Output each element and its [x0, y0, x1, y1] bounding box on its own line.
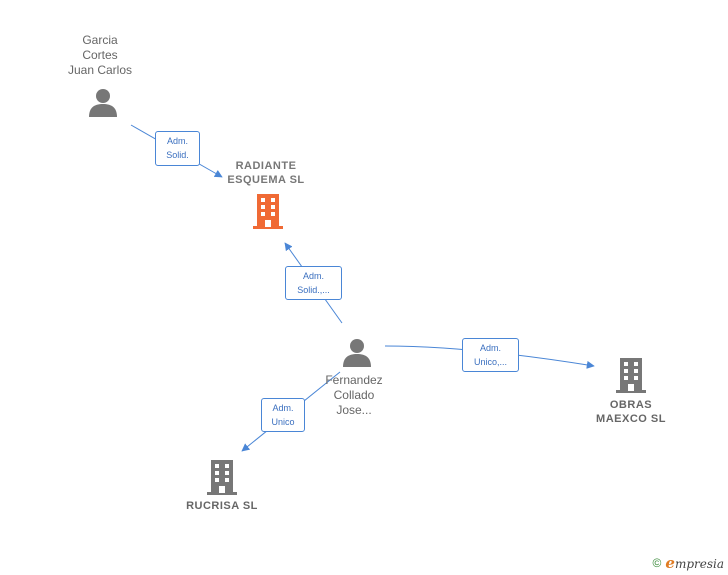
person-icon[interactable] [87, 87, 119, 119]
building-icon[interactable] [206, 459, 238, 495]
copyright-icon: © [652, 556, 662, 570]
edge-label-fernandez-rucrisa[interactable]: Adm. Unico [261, 398, 305, 432]
node-label-obras: OBRAS MAEXCO SL [596, 399, 666, 425]
footer-brand: © empresia [653, 554, 724, 572]
node-label-radiante: RADIANTE ESQUEMA SL [227, 160, 305, 186]
brand-logo[interactable]: empresia [665, 554, 724, 572]
node-label-garcia: Garcia Cortes Juan Carlos [67, 33, 133, 77]
edge-label-fernandez-obras[interactable]: Adm. Unico,... [462, 338, 519, 372]
building-icon[interactable] [252, 193, 284, 229]
node-label-rucrisa: RUCRISA SL [186, 500, 258, 512]
person-icon[interactable] [341, 337, 373, 369]
edge-label-fernandez-radiante[interactable]: Adm. Solid.,... [285, 266, 342, 300]
node-label-fernandez: Fernandez Collado Jose... [325, 373, 383, 417]
building-icon[interactable] [615, 357, 647, 393]
edge-label-garcia-radiante[interactable]: Adm. Solid. [155, 131, 200, 166]
